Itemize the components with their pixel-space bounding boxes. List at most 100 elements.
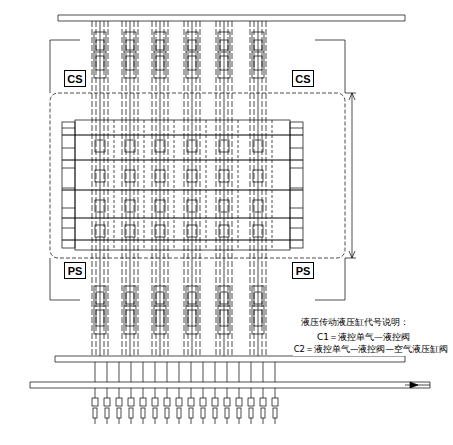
pipe-line [30, 388, 430, 389]
station-box: PS [64, 262, 86, 279]
pipe-line [203, 388, 204, 398]
pipe-line [58, 21, 405, 22]
terminal-strip [62, 122, 75, 248]
pipe-line [62, 188, 75, 189]
terminal-strip [290, 122, 303, 248]
valve-block [124, 32, 136, 78]
pipe-line [55, 362, 405, 363]
note-text: C2＝液控单气—液控阀—空气液压缸阀 [293, 344, 449, 356]
pipe-line [62, 240, 303, 241]
pipe-line [345, 258, 356, 259]
pipe-line [62, 208, 75, 209]
pipe-line [154, 306, 166, 307]
pipe-line [62, 128, 75, 129]
pipe-line [155, 418, 156, 424]
cell-valve [253, 225, 263, 237]
station-label: CS [295, 73, 310, 85]
hose-fitting [141, 408, 145, 418]
pipe-line [62, 160, 303, 161]
pipe-line [405, 356, 406, 362]
cell-valve [95, 225, 105, 237]
pipe-line [107, 388, 108, 398]
pipe-line [62, 168, 75, 169]
pipe-line [206, 120, 207, 250]
pipe-line [218, 306, 230, 307]
pipe-line [50, 40, 51, 93]
hose-fitting [248, 398, 254, 406]
pipe-line [250, 21, 251, 356]
pipe-line [215, 418, 216, 424]
pipe-line [94, 52, 106, 53]
hose-fitting [105, 408, 109, 418]
pipe-line [275, 362, 276, 382]
fitting-rect [96, 40, 104, 50]
valve-block [252, 286, 264, 334]
pipe-line [251, 388, 252, 398]
pipe-line [186, 52, 198, 53]
fitting-rect [126, 56, 134, 70]
cell-valve [187, 200, 197, 212]
valve-block [94, 286, 106, 334]
pipe-line [138, 21, 139, 356]
hose-fitting [117, 408, 121, 418]
pipe-line [315, 300, 345, 301]
cell-valve [155, 170, 165, 182]
pipe-line [227, 362, 228, 382]
hose-fitting [200, 398, 206, 406]
fitting-rect [126, 310, 134, 326]
pipe-line [50, 300, 80, 301]
pipe-line [315, 40, 345, 41]
pipe-line [290, 128, 303, 129]
hose-fitting [225, 408, 229, 418]
hose-fitting [93, 408, 97, 418]
cell-valve [253, 170, 263, 182]
cell-valve [219, 170, 229, 182]
fitting-rect [96, 310, 104, 326]
pipe-line [252, 52, 264, 53]
fitting-rect [96, 56, 104, 70]
pipe-line [200, 21, 201, 356]
fitting-rect [188, 310, 196, 326]
cell-valve [155, 200, 165, 212]
fitting-rect [254, 310, 262, 326]
pipe-line [92, 21, 93, 356]
fitting-rect [220, 56, 228, 70]
hose-fitting [189, 408, 193, 418]
fitting-rect [156, 56, 164, 70]
fitting-rect [96, 292, 104, 304]
pipe-line [263, 418, 264, 424]
pipe-line [167, 362, 168, 382]
pipe-line [62, 148, 75, 149]
pipe-line [215, 388, 216, 398]
fitting-rect [188, 56, 196, 70]
pipe-line [155, 362, 156, 382]
station-box: PS [292, 262, 314, 279]
fitting-rect [156, 310, 164, 326]
pipe-line [203, 362, 204, 382]
pipe-line [124, 306, 136, 307]
fitting-rect [220, 310, 228, 326]
fitting-rect [220, 40, 228, 50]
pipe-line [184, 21, 185, 356]
hose-fitting [176, 398, 182, 406]
pipe-line [405, 385, 430, 386]
station-label: CS [67, 73, 82, 85]
pipe-line [266, 21, 267, 356]
hose-fitting [224, 398, 230, 406]
pipe-line [155, 388, 156, 398]
fitting-rect [188, 292, 196, 304]
pipe-line [58, 15, 405, 16]
pipe-line [152, 21, 153, 356]
valve-block [154, 32, 166, 78]
station-label: PS [296, 265, 311, 277]
pipe-line [107, 418, 108, 424]
pipe-line [30, 382, 430, 383]
pipe-line [179, 388, 180, 398]
pipe-line [108, 21, 109, 356]
valve-block [186, 286, 198, 334]
pipe-line [252, 306, 264, 307]
pipe-line [352, 93, 353, 258]
pipe-line [191, 362, 192, 382]
